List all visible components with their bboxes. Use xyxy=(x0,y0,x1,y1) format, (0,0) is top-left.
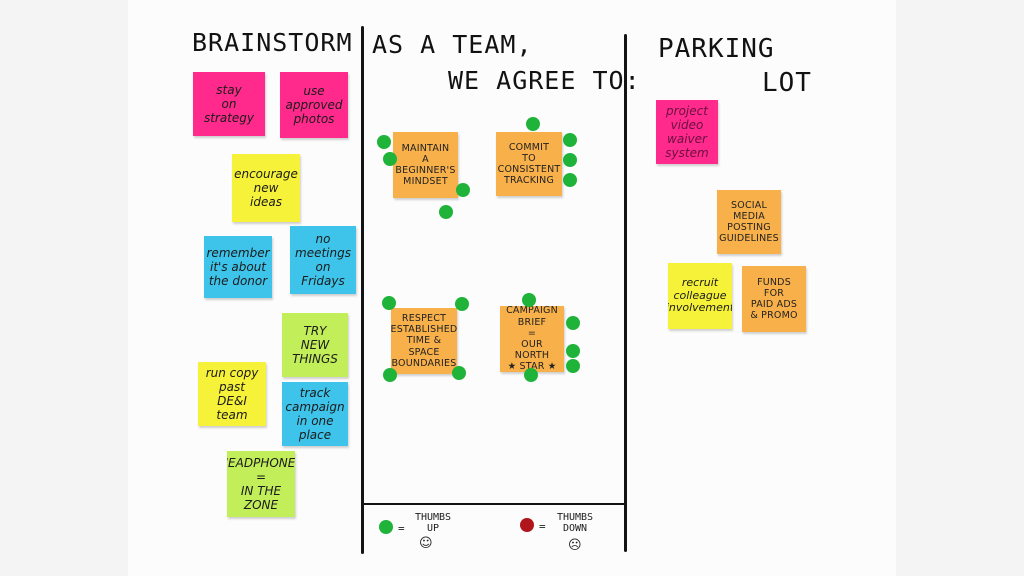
brainstorm-note: stay on strategy xyxy=(193,72,265,136)
parking-heading-line2: LOT xyxy=(762,68,812,98)
legend-thumbs-up-label: THUMBS UP xyxy=(414,512,452,534)
thumbs-up-vote-dot xyxy=(563,173,577,187)
thumbs-up-vote-dot xyxy=(566,316,580,330)
parking-note: project video waiver system xyxy=(656,100,718,164)
parking-note: SOCIAL MEDIA POSTING GUIDELINES xyxy=(717,190,781,254)
brainstorm-note: no meetings on Fridays xyxy=(290,226,356,294)
brainstorm-note: HEADPHONES = IN THE ZONE xyxy=(227,451,295,517)
brainstorm-note: encourage new ideas xyxy=(232,154,300,222)
thumbs-up-vote-dot xyxy=(456,183,470,197)
legend-thumbs-down-dot xyxy=(520,518,534,532)
agreement-note: CAMPAIGN BRIEF = OUR NORTH ★ STAR ★ xyxy=(500,306,564,372)
thumbs-up-vote-dot xyxy=(566,359,580,373)
agreement-note: COMMIT TO CONSISTENT TRACKING xyxy=(496,132,562,196)
legend-thumbs-up-dot xyxy=(379,520,393,534)
brainstorm-note: TRY NEW THINGS xyxy=(282,313,348,377)
brainstorm-note: remember it's about the donor xyxy=(204,236,272,298)
brainstorm-note: run copy past DE&I team xyxy=(198,362,266,426)
legend-equals: = xyxy=(398,522,405,535)
thumbs-up-vote-dot xyxy=(455,297,469,311)
brainstorm-heading: BRAINSTORM xyxy=(192,28,353,57)
thumbs-up-vote-dot xyxy=(383,152,397,166)
divider-left xyxy=(361,26,364,554)
right-margin xyxy=(896,0,1024,576)
thumbs-up-vote-dot xyxy=(563,153,577,167)
sad-face-icon: ☹ xyxy=(568,538,582,553)
thumbs-up-vote-dot xyxy=(566,344,580,358)
legend-equals: = xyxy=(539,520,546,533)
team-heading-line2: WE AGREE TO: xyxy=(448,66,641,95)
team-heading-line1: AS A TEAM, xyxy=(372,30,533,59)
agreement-note: MAINTAIN A BEGINNER'S MINDSET xyxy=(393,132,458,198)
thumbs-up-vote-dot xyxy=(439,205,453,219)
parking-note: FUNDS FOR PAID ADS & PROMO xyxy=(742,266,806,332)
thumbs-up-vote-dot xyxy=(526,117,540,131)
thumbs-up-vote-dot xyxy=(524,368,538,382)
brainstorm-note: use approved photos xyxy=(280,72,348,138)
agreement-note: RESPECT ESTABLISHED TIME & SPACE BOUNDAR… xyxy=(391,308,457,374)
thumbs-up-vote-dot xyxy=(563,133,577,147)
parking-heading-line1: PARKING xyxy=(658,34,775,64)
parking-note: recruit colleague involvement xyxy=(668,263,732,329)
left-margin xyxy=(0,0,128,576)
brainstorm-note: track campaign in one place xyxy=(282,382,348,446)
thumbs-up-vote-dot xyxy=(382,296,396,310)
thumbs-up-vote-dot xyxy=(452,366,466,380)
divider-right xyxy=(624,34,627,552)
legend-thumbs-down-label: THUMBS DOWN xyxy=(556,512,594,534)
happy-face-icon: ☺ xyxy=(419,536,433,551)
thumbs-up-vote-dot xyxy=(383,368,397,382)
legend-divider xyxy=(363,503,626,505)
thumbs-up-vote-dot xyxy=(377,135,391,149)
thumbs-up-vote-dot xyxy=(522,293,536,307)
whiteboard: BRAINSTORM AS A TEAM, WE AGREE TO: PARKI… xyxy=(128,0,896,576)
